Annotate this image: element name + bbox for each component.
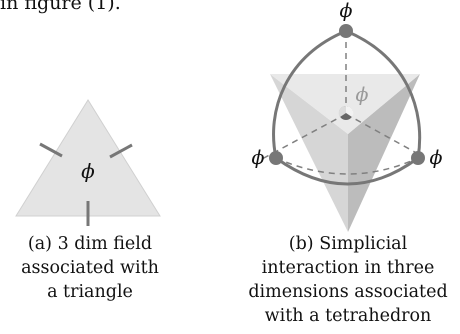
tetrahedron-figure: ϕ ϕ ϕ ϕ [252, 0, 443, 232]
tetrahedron-right-label: ϕ [430, 147, 443, 169]
tetrahedron-left-face [270, 74, 348, 232]
tetrahedron-top-node [339, 24, 353, 38]
tetrahedron-right-face [348, 74, 420, 232]
figure-reference-text: in figure (1). [0, 0, 121, 14]
triangle-figure: ϕ [15, 99, 161, 226]
tetrahedron-outer-arc-right [345, 29, 422, 159]
triangle-shape [15, 99, 161, 217]
tetrahedron-inner-edge-right [345, 113, 423, 157]
tetrahedron-caption-line-1: (b) Simplicial [288, 234, 408, 254]
tetrahedron-center-label: ϕ [356, 84, 369, 106]
triangle-caption-line-2: associated with [21, 258, 159, 278]
tetrahedron-center-node-highlight [346, 105, 354, 117]
triangle-leg-left [39, 142, 63, 158]
tetrahedron-caption-line-4: with a tetrahedron [264, 306, 432, 326]
tetrahedron-center-node-shade [338, 105, 346, 117]
tetrahedron-right-node [411, 151, 425, 165]
tetrahedron-outer-arc-bottom [275, 156, 419, 186]
triangle-field-label: ϕ [81, 159, 95, 183]
tetrahedron-left-label: ϕ [252, 147, 265, 169]
tetrahedron-left-node [269, 151, 283, 165]
tetrahedron-caption-line-3: dimensions associated [248, 282, 448, 302]
tetrahedron-caption-line-2: interaction in three [261, 258, 435, 278]
tetrahedron-top-face [270, 74, 420, 134]
triangle-caption-line-1: (a) 3 dim field [27, 234, 153, 254]
tetrahedron-top-label: ϕ [340, 0, 353, 22]
tetrahedron-caption: (b) Simplicial interaction in three dime… [236, 232, 460, 328]
triangle-caption: (a) 3 dim field associated with a triang… [0, 232, 180, 304]
triangle-leg-right [109, 143, 133, 159]
triangle-caption-line-3: a triangle [47, 282, 133, 302]
tetrahedron-outer-arc-left [272, 29, 347, 159]
